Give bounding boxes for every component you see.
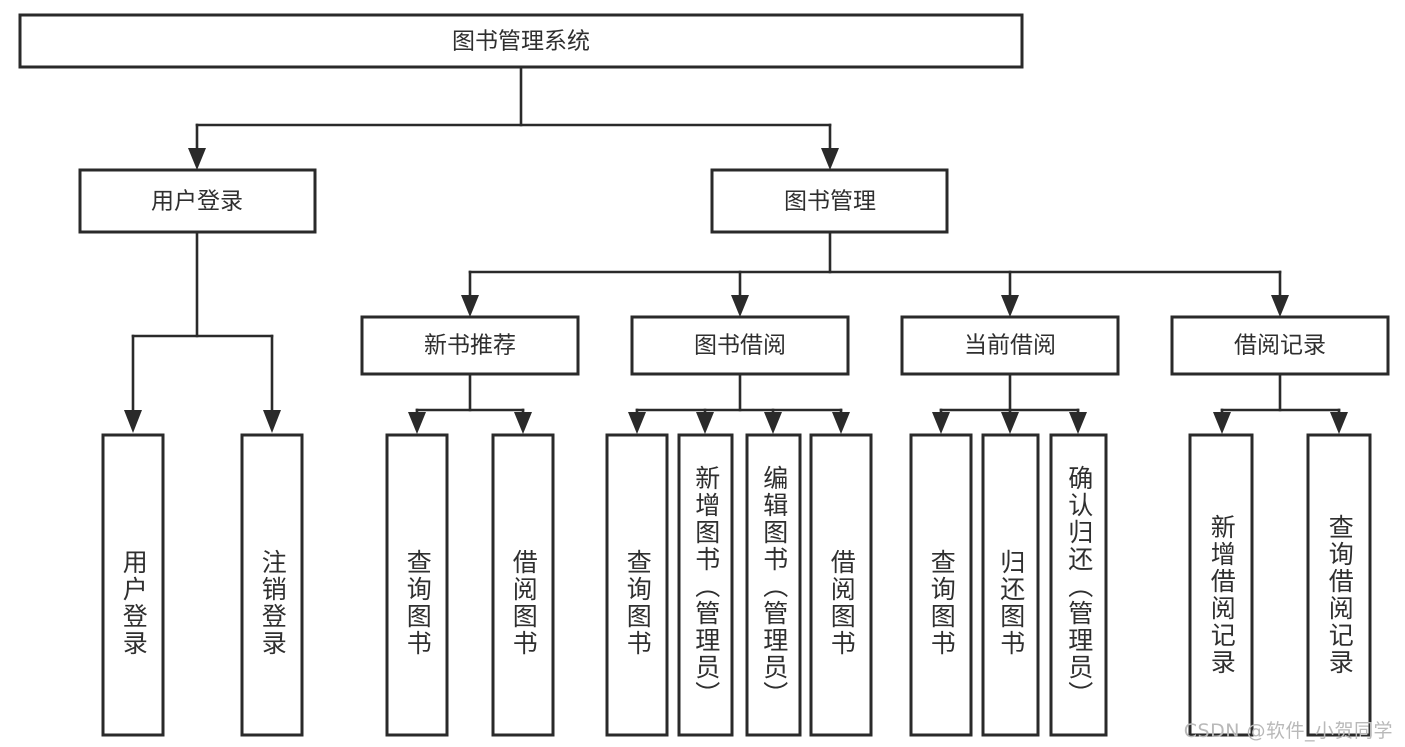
arrow-bookmgmt-to-n1 (731, 295, 749, 317)
node-level3-0-label: 新书推荐 (424, 333, 516, 359)
node-level3-2-label: 当前借阅 (964, 333, 1056, 359)
arrow-root-to-bookmgmt (821, 148, 839, 170)
node-level3-1-box[interactable] (630, 315, 850, 376)
leaf-box-4[interactable] (605, 433, 669, 737)
arrow-record-leaf1 (1330, 412, 1348, 434)
arrow-record-leaf0 (1213, 412, 1231, 434)
node-level3-3-label: 借阅记录 (1234, 333, 1326, 359)
arrow-bookmgmt-to-n2 (1001, 295, 1019, 317)
node-root-label: 图书管理系统 (452, 29, 590, 55)
arrow-borrow-leaf3 (832, 412, 850, 434)
edge-group-newbook (408, 372, 532, 434)
edge-group-bookmgmt (461, 230, 1289, 317)
arrow-login-to-leaf1 (263, 410, 281, 433)
leaf-box-6[interactable] (745, 433, 802, 737)
node-root-box[interactable] (18, 13, 1024, 69)
arrow-newbook-leaf0 (408, 412, 426, 434)
leaf-box-11[interactable] (1188, 433, 1254, 737)
arrow-newbook-leaf1 (514, 412, 532, 434)
node-level3-2-box[interactable] (900, 315, 1120, 376)
watermark-text: CSDN @软件_小贺同学 (1183, 720, 1393, 742)
leaf-box-9[interactable] (981, 433, 1040, 737)
leaf-box-7[interactable] (809, 433, 873, 737)
edge-group-record (1213, 372, 1348, 434)
edge-group-current (932, 372, 1087, 434)
arrow-current-leaf2 (1069, 412, 1087, 434)
arrow-borrow-leaf2 (764, 412, 782, 434)
leaf-box-3[interactable] (491, 433, 555, 737)
node-level3-0-box[interactable] (360, 315, 580, 376)
edge-group-borrow (628, 372, 850, 434)
edge-group-root (188, 65, 839, 170)
arrow-current-leaf0 (932, 412, 950, 434)
node-level2-0-box[interactable] (78, 168, 317, 234)
node-level3-1-label: 图书借阅 (694, 333, 786, 359)
leaf-box-12[interactable] (1306, 433, 1372, 737)
node-level2-1-box[interactable] (710, 168, 949, 234)
node-level2-1-label: 图书管理 (784, 189, 876, 215)
leaf-box-5[interactable] (677, 433, 734, 737)
arrow-bookmgmt-to-n3 (1271, 295, 1289, 317)
arrow-bookmgmt-to-n0 (461, 295, 479, 317)
arrow-root-to-login (188, 148, 206, 170)
leaf-box-10[interactable] (1049, 433, 1108, 737)
arrow-borrow-leaf0 (628, 412, 646, 434)
leaf-box-8[interactable] (909, 433, 973, 737)
node-level3-3-box[interactable] (1170, 315, 1390, 376)
arrow-borrow-leaf1 (696, 412, 714, 434)
leaf-box-2[interactable] (385, 433, 449, 737)
leaf-box-1[interactable] (240, 433, 304, 737)
arrow-login-to-leaf0 (124, 410, 142, 433)
node-level2-0-label: 用户登录 (151, 189, 243, 215)
edge-group-login (124, 230, 281, 433)
leaf-box-0[interactable] (101, 433, 165, 737)
arrow-current-leaf1 (1001, 412, 1019, 434)
